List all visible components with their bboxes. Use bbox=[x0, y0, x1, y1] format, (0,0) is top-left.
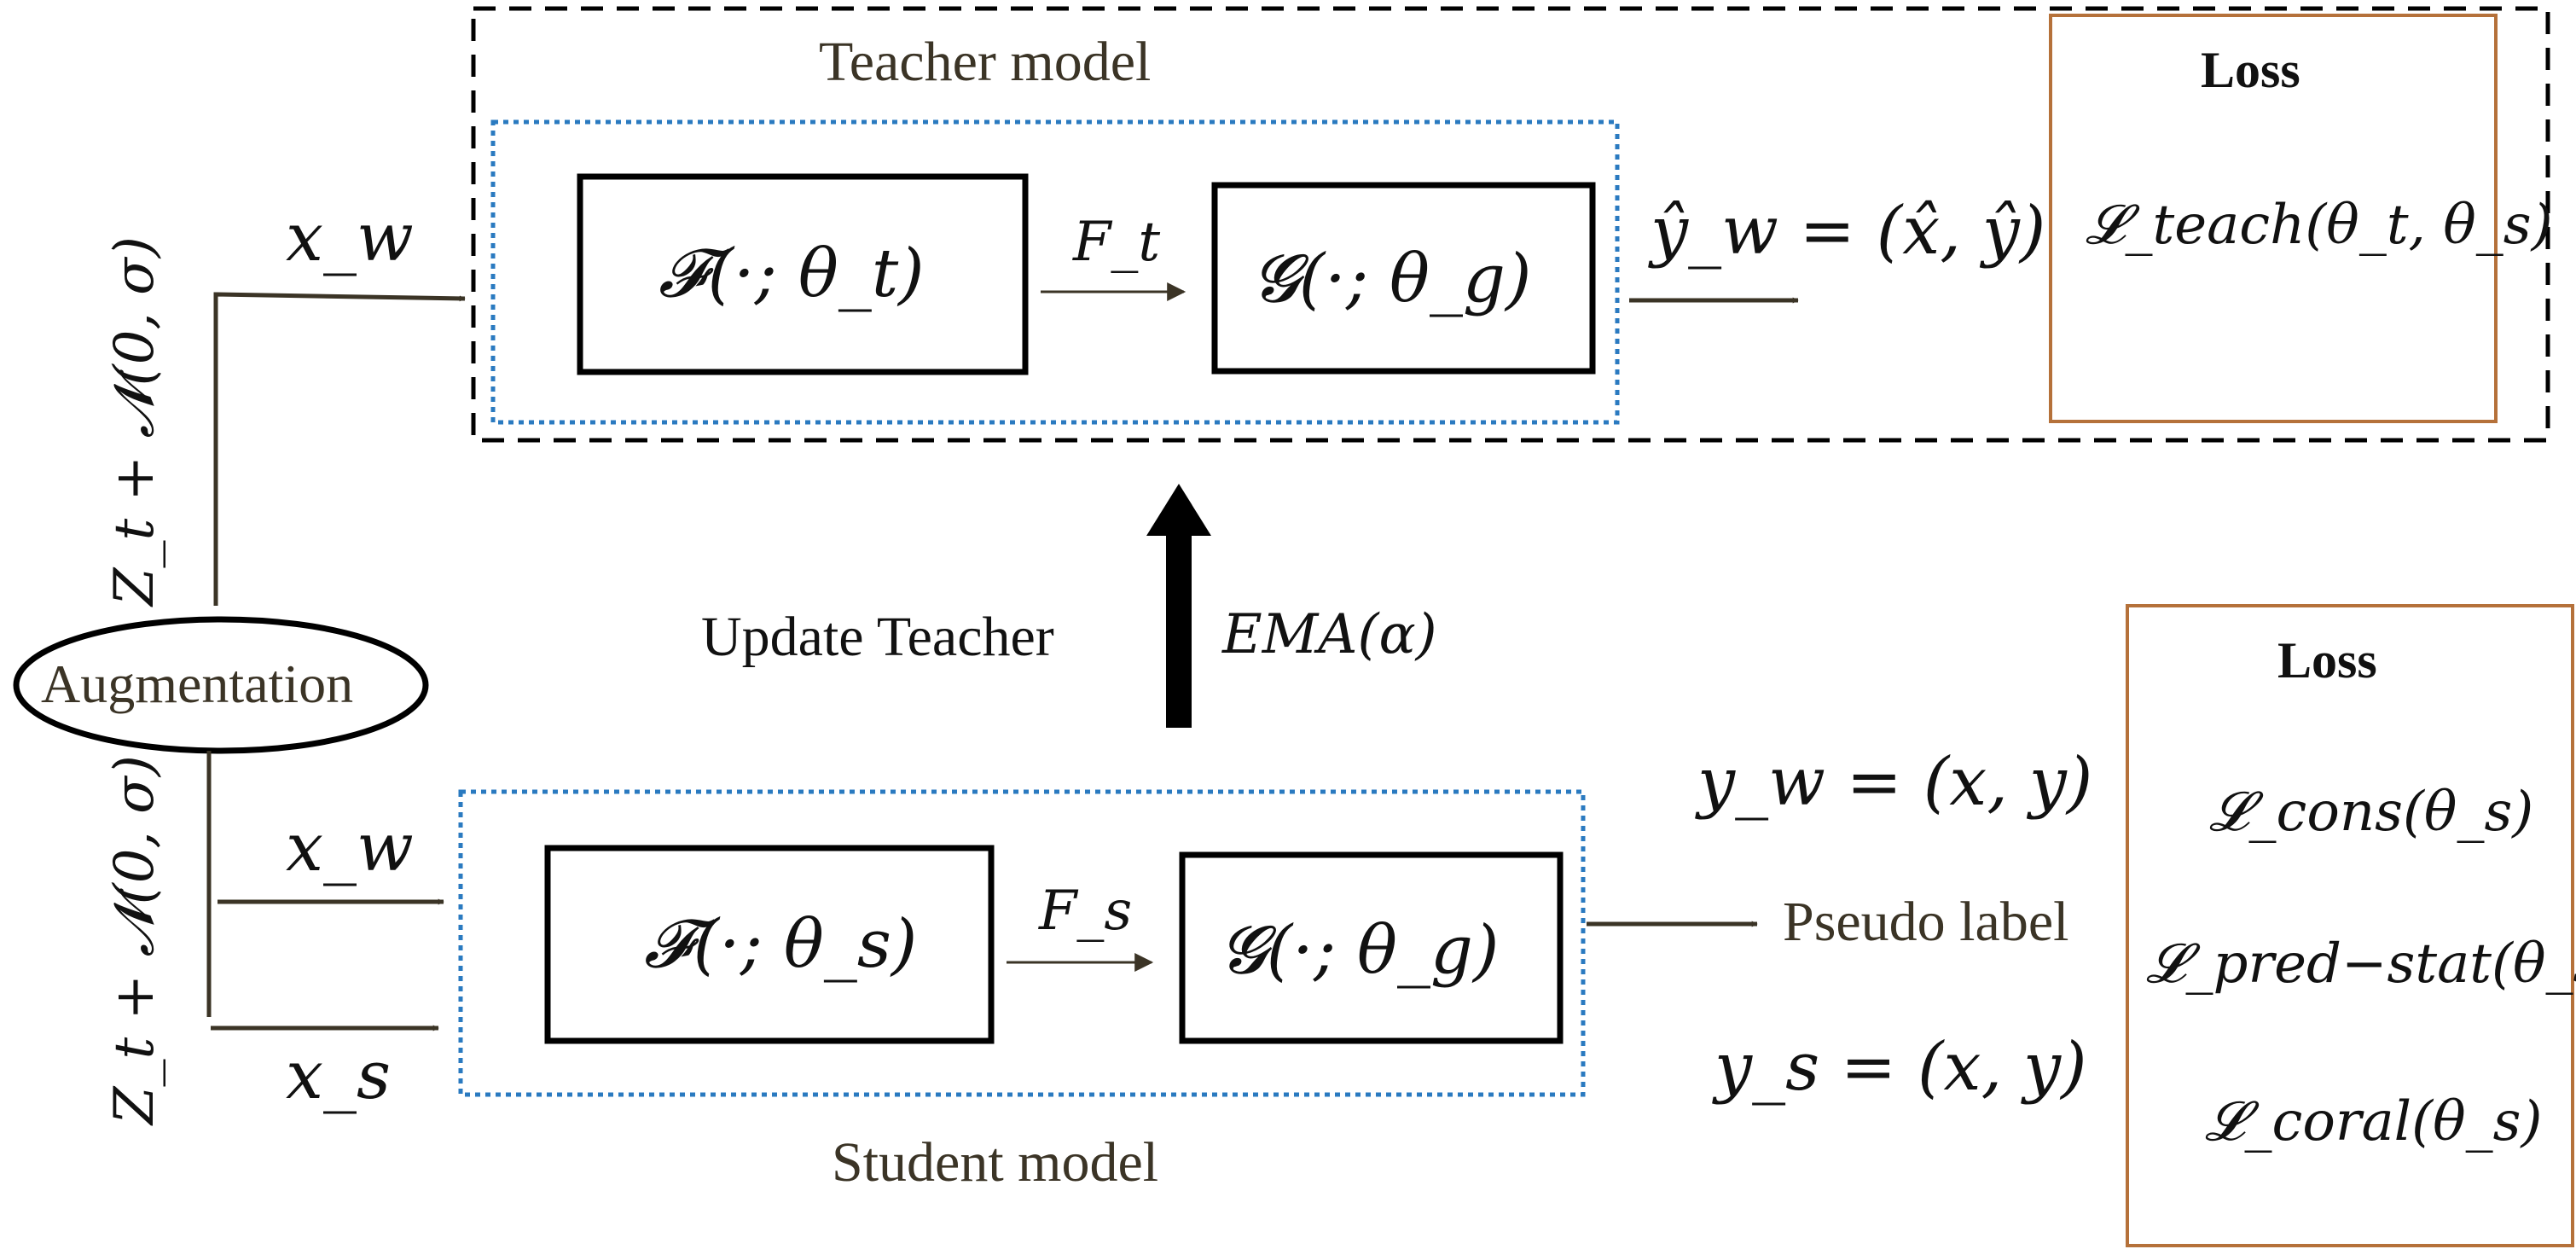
student-feature-label: F_s bbox=[1039, 880, 1133, 943]
teacher-encoder-box bbox=[577, 173, 1029, 375]
ema-label: EMA(α) bbox=[1222, 603, 1437, 666]
update-teacher-label: Update Teacher bbox=[701, 606, 1054, 668]
augmentation-label: Augmentation bbox=[41, 654, 354, 714]
noise-bottom-label: Z_t + 𝓝(0, σ) bbox=[103, 755, 166, 1124]
student-strong-input-label: x_s bbox=[286, 1037, 392, 1114]
teacher-input-line bbox=[213, 292, 466, 606]
teacher-encoder-label: 𝓕(·; θ_t) bbox=[659, 235, 925, 312]
teacher-feature-label: F_t bbox=[1073, 211, 1161, 274]
student-loss-cons: 𝓛_cons(θ_s) bbox=[2209, 781, 2534, 844]
student-model-box bbox=[458, 789, 1586, 1097]
student-loss-box bbox=[2126, 604, 2574, 1247]
student-loss-coral: 𝓛_coral(θ_s) bbox=[2205, 1090, 2543, 1153]
student-encoder-label: 𝓕(·; θ_s) bbox=[644, 906, 918, 983]
teacher-output-label: ŷ_w = (x̂, ŷ) bbox=[1651, 193, 2046, 270]
student-head-label: 𝓖(·; θ_g) bbox=[1220, 912, 1500, 989]
teacher-loss-box bbox=[2049, 14, 2498, 423]
pseudo-label-text: Pseudo label bbox=[1783, 891, 2069, 953]
teacher-loss-title: Loss bbox=[2201, 42, 2300, 98]
student-model-title: Student model bbox=[832, 1131, 1159, 1194]
teacher-loss-item: 𝓛_teach(θ_t, θ_s) bbox=[2086, 194, 2553, 257]
augmentation-ellipse bbox=[13, 616, 429, 754]
weak-target-label: y_w = (x, y) bbox=[1697, 744, 2093, 821]
teacher-head-box bbox=[1211, 182, 1596, 375]
student-head-box bbox=[1179, 851, 1564, 1044]
noise-top-label: Z_t + 𝓝(0, σ) bbox=[103, 236, 166, 606]
student-encoder-box bbox=[544, 845, 995, 1044]
student-weak-input-label: x_w bbox=[286, 810, 414, 886]
teacher-head-label: 𝓖(·; θ_g) bbox=[1252, 241, 1532, 317]
teacher-model-title: Teacher model bbox=[819, 31, 1152, 93]
student-loss-pred-stat: 𝓛_pred−stat(θ_s) bbox=[2146, 933, 2576, 996]
teacher-model-box bbox=[490, 119, 1620, 425]
teacher-input-label: x_w bbox=[286, 200, 414, 276]
ema-update-arrow bbox=[1146, 484, 1211, 728]
strong-target-label: y_s = (x, y) bbox=[1714, 1029, 2087, 1106]
student-loss-title: Loss bbox=[2277, 632, 2377, 689]
